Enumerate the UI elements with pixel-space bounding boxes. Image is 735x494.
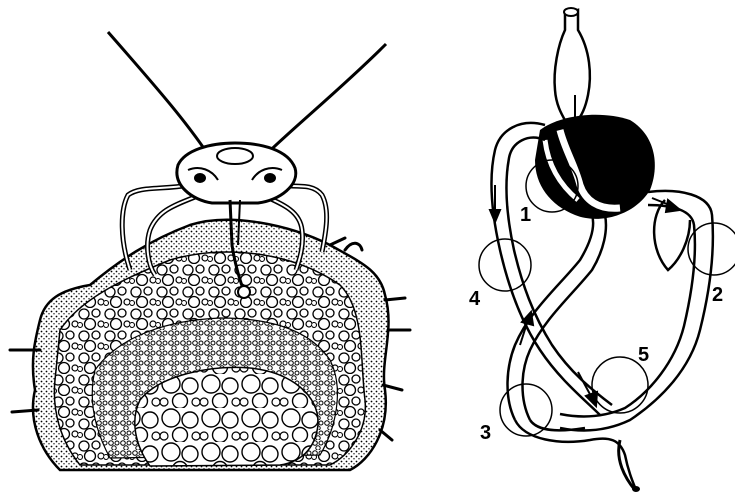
- stem-cross-section: [10, 220, 410, 470]
- marker-label-3: 3: [480, 422, 491, 444]
- aphid-stem-illustration: [10, 32, 410, 470]
- region-circle-4: [479, 239, 531, 291]
- marker-label-2: 2: [712, 284, 723, 306]
- marker-label-5: 5: [638, 344, 649, 366]
- marker-label-1: 1: [520, 204, 531, 226]
- marker-label-4: 4: [469, 288, 481, 310]
- aphid-gut-diagram: 1 2 3 4 5: [469, 8, 735, 492]
